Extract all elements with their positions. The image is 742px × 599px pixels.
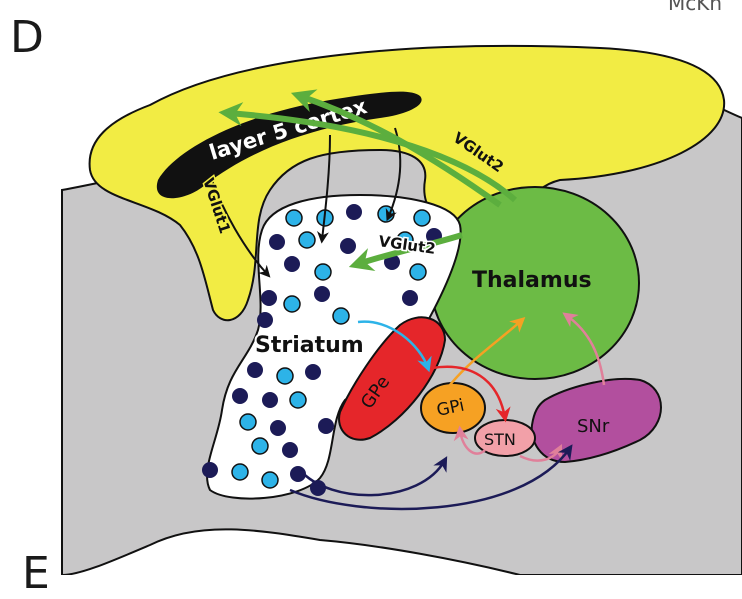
d1-neuron bbox=[232, 464, 248, 480]
d1-neuron bbox=[290, 392, 306, 408]
thalamus-label: Thalamus bbox=[472, 268, 592, 293]
striatum-label: Striatum bbox=[255, 333, 364, 358]
d2-neuron bbox=[247, 362, 263, 378]
d1-neuron bbox=[284, 296, 300, 312]
d2-neuron bbox=[269, 234, 285, 250]
d2-neuron bbox=[340, 238, 356, 254]
basal-ganglia-diagram: layer 5 cortex Thalamus bbox=[0, 0, 742, 575]
d2-neuron bbox=[257, 312, 273, 328]
d1-neuron bbox=[315, 264, 331, 280]
d2-neuron bbox=[284, 256, 300, 272]
d2-neuron bbox=[262, 392, 278, 408]
next-panel-letter: E bbox=[22, 552, 50, 596]
d2-neuron bbox=[318, 418, 334, 434]
d2-neuron bbox=[402, 290, 418, 306]
d1-neuron bbox=[262, 472, 278, 488]
d2-neuron bbox=[202, 462, 218, 478]
d2-neuron bbox=[232, 388, 248, 404]
d1-neuron bbox=[286, 210, 302, 226]
stn-label: STN bbox=[484, 430, 516, 449]
d2-neuron bbox=[282, 442, 298, 458]
d2-neuron bbox=[346, 204, 362, 220]
d1-neuron bbox=[299, 232, 315, 248]
d1-neuron bbox=[277, 368, 293, 384]
panel-letter: D bbox=[10, 16, 44, 60]
diagram-canvas: layer 5 cortex Thalamus bbox=[0, 0, 742, 575]
d2-neuron bbox=[310, 480, 326, 496]
d2-neuron bbox=[314, 286, 330, 302]
d2-neuron bbox=[261, 290, 277, 306]
snr-label: SNr bbox=[577, 416, 610, 437]
d1-neuron bbox=[410, 264, 426, 280]
d1-neuron bbox=[333, 308, 349, 324]
d2-neuron bbox=[270, 420, 286, 436]
d1-neuron bbox=[240, 414, 256, 430]
d1-neuron bbox=[414, 210, 430, 226]
d2-neuron bbox=[305, 364, 321, 380]
d1-neuron bbox=[252, 438, 268, 454]
author-fragment: McKn bbox=[668, 0, 722, 13]
